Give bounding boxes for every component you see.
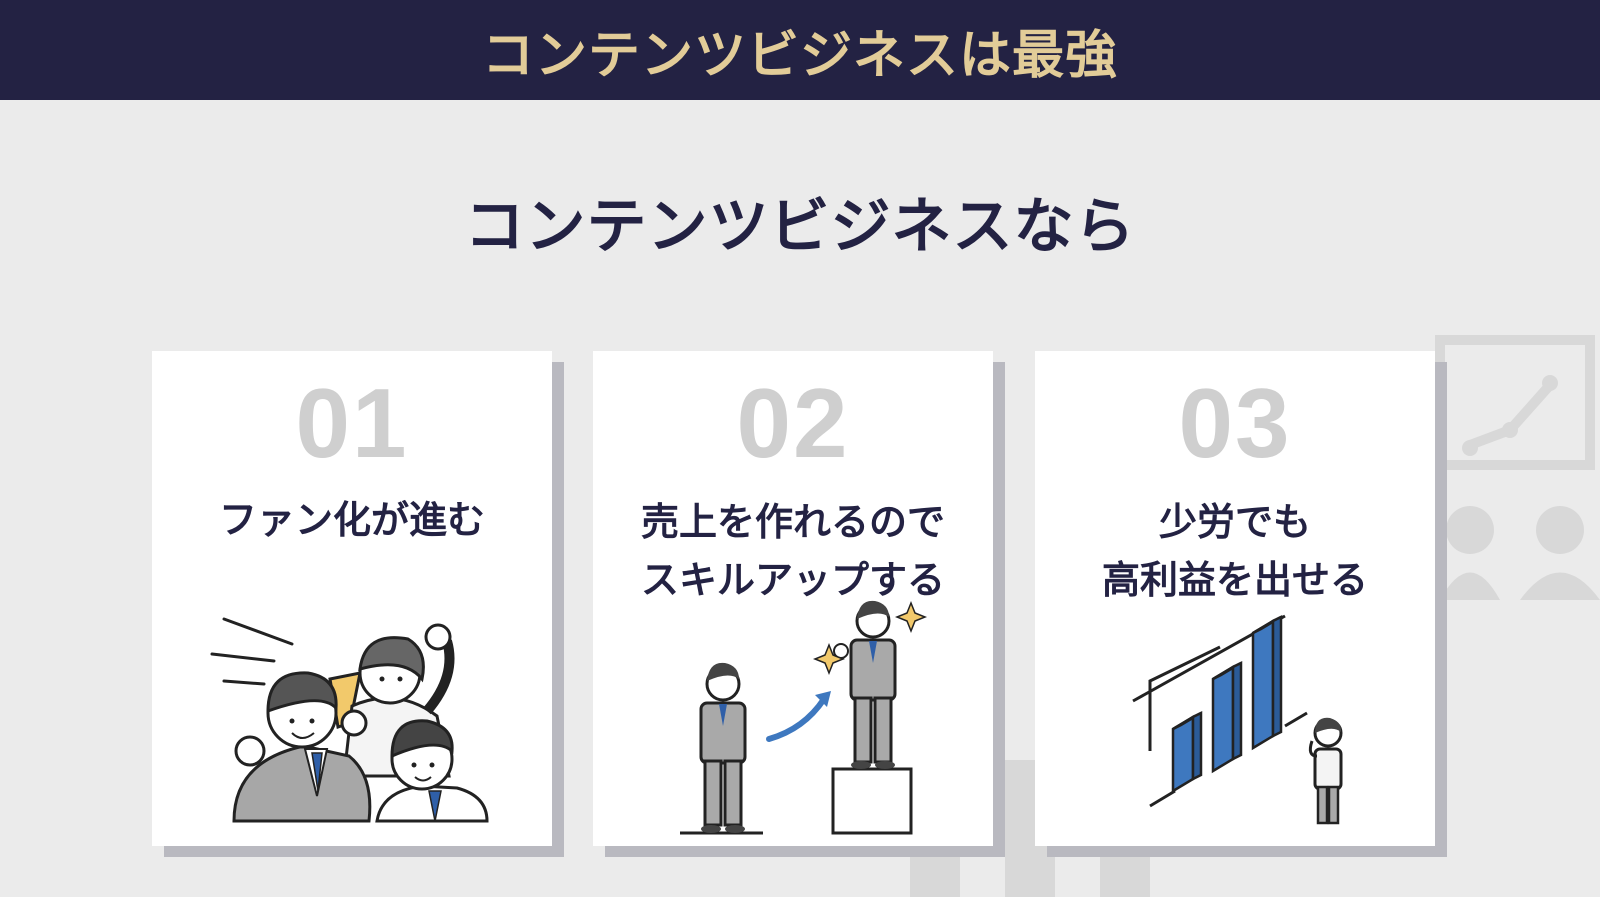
card-2-line-2: スキルアップする	[640, 558, 945, 602]
rising-bar-graph-illustration	[1132, 614, 1343, 825]
card-1-line-1: ファン化が進む	[218, 498, 485, 542]
card-1-text: ファン化が進む	[152, 491, 552, 549]
card-3: 03 少労でも 高利益を出せる	[1035, 351, 1435, 846]
card-3-line-1: 少労でも	[1158, 500, 1311, 544]
card-2-number: 02	[736, 368, 850, 478]
card-2-text: 売上を作れるので スキルアップする	[593, 493, 993, 609]
stepping-up-illustration	[680, 600, 928, 835]
header-title: コンテンツビジネスは最強	[481, 25, 1118, 86]
header-band: コンテンツビジネスは最強	[0, 0, 1600, 100]
card-2-line-1: 売上を作れるので	[640, 500, 945, 544]
card-3-number: 03	[1178, 368, 1292, 478]
card-3-line-2: 高利益を出せる	[1101, 558, 1368, 602]
card-2: 02 売上を作れるので スキルアップする	[593, 351, 993, 846]
section-subtitle: コンテンツビジネスなら	[464, 192, 1136, 262]
cheering-people-illustration	[210, 617, 489, 823]
card-1-number: 01	[295, 368, 409, 478]
card-3-text: 少労でも 高利益を出せる	[1035, 493, 1435, 609]
card-1: 01 ファン化が進む	[152, 351, 552, 846]
